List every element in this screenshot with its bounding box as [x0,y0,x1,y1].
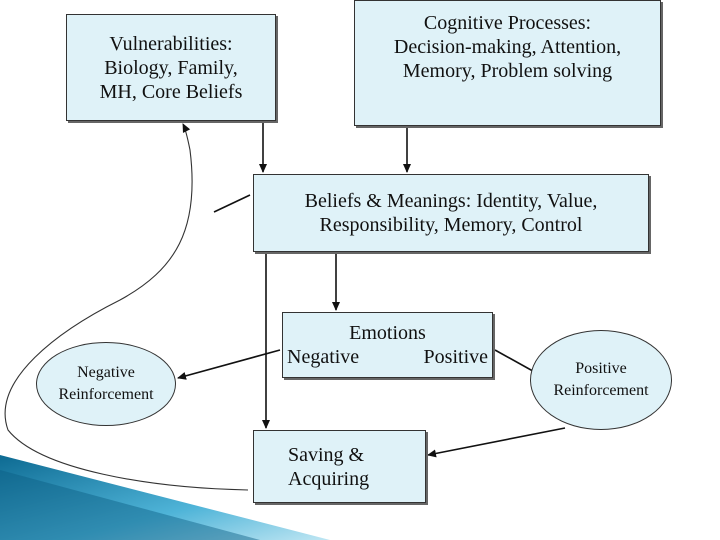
emotions-positive-label: Positive [423,346,488,368]
emotions-title: Emotions [349,322,426,344]
feedback-curve [4,123,249,491]
emotions-box: Emotions Negative Positive [282,312,493,378]
negative-reinforcement-line-2: Reinforcement [58,386,154,403]
cognitive-line-2: Decision-making, Attention, [393,36,622,58]
saving-acquiring-box: Saving & Acquiring [253,430,426,503]
positive-reinforcement-oval: Positive Reinforcement [530,330,672,430]
negative-reinforcement-oval: Negative Reinforcement [36,342,176,426]
saving-line-1: Saving & [288,443,365,466]
vulnerabilities-line-1: Vulnerabilities: [109,32,233,55]
vulnerabilities-box: Vulnerabilities: Biology, Family, MH, Co… [66,14,276,121]
cognitive-line-1: Cognitive Processes: [423,12,592,34]
arrow-positive-to-saving [427,427,566,458]
beliefs-line-2: Responsibility, Memory, Control [319,214,583,236]
arrow-emotions-to-negative [177,349,281,380]
negative-reinforcement-line-1: Negative [77,363,135,381]
cognitive-line-3: Memory, Problem solving [402,60,613,82]
beliefs-line-1: Beliefs & Meanings: Identity, Value, [304,190,598,212]
vulnerabilities-line-2: Biology, Family, [104,56,238,79]
vulnerabilities-line-3: MH, Core Beliefs [99,80,243,103]
beliefs-meanings-box: Beliefs & Meanings: Identity, Value, Res… [253,174,649,252]
emotions-negative-label: Negative [287,346,360,368]
positive-reinforcement-line-1: Positive [575,359,627,377]
positive-reinforcement-line-2: Reinforcement [553,382,649,399]
connector-to-beliefs [213,194,251,213]
saving-line-2: Acquiring [288,467,370,490]
cognitive-processes-box: Cognitive Processes: Decision-making, At… [354,0,661,126]
